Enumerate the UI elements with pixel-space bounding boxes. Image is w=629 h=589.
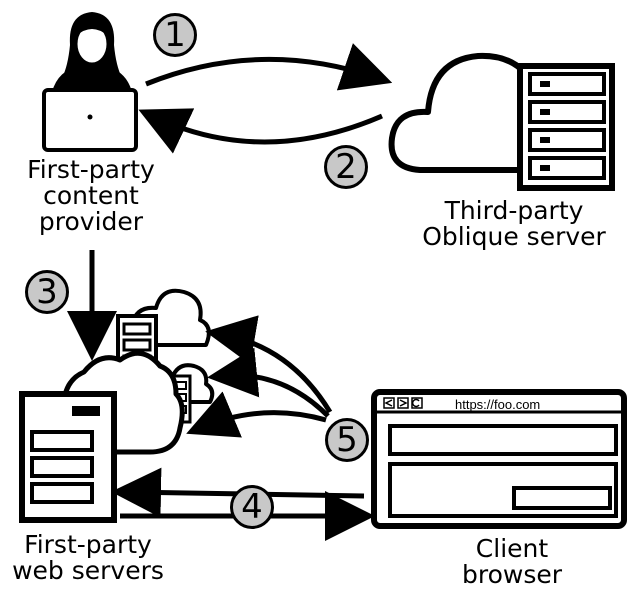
step-2-marker: 2	[324, 145, 368, 189]
label-line: Client	[475, 534, 549, 563]
browser-url: https://foo.com	[455, 397, 541, 412]
browser-window-icon	[371, 389, 627, 529]
web-server-cloud-icon	[19, 350, 185, 523]
arrow-step-5-mid	[207, 347, 330, 418]
client-browser-label: Client browser	[430, 536, 594, 588]
content-provider-label: First-party content provider	[0, 157, 182, 235]
label-line: First-party	[27, 155, 155, 184]
step-4-marker: 4	[230, 485, 274, 529]
label-line: browser	[461, 560, 563, 589]
web-servers-label: First-party web servers	[0, 532, 176, 584]
arrow-step-1	[145, 43, 393, 91]
arrow-step-5-low	[186, 391, 327, 438]
arrow-step-5-top	[205, 315, 333, 414]
step-1-marker: 1	[153, 13, 197, 57]
label-line: Oblique server	[422, 222, 606, 251]
label-line: web servers	[12, 556, 164, 585]
cloud-server-icon	[388, 52, 615, 191]
label-line: Third-party	[444, 196, 584, 225]
label-line: First-party	[24, 530, 152, 559]
label-line: provider	[38, 207, 144, 236]
label-line: content	[43, 181, 139, 210]
step-5-marker: 5	[325, 418, 369, 462]
arrow-step-2	[138, 108, 383, 154]
step-3-marker: 3	[25, 270, 69, 314]
person-with-laptop-icon	[42, 12, 138, 152]
oblique-server-label: Third-party Oblique server	[404, 198, 624, 250]
